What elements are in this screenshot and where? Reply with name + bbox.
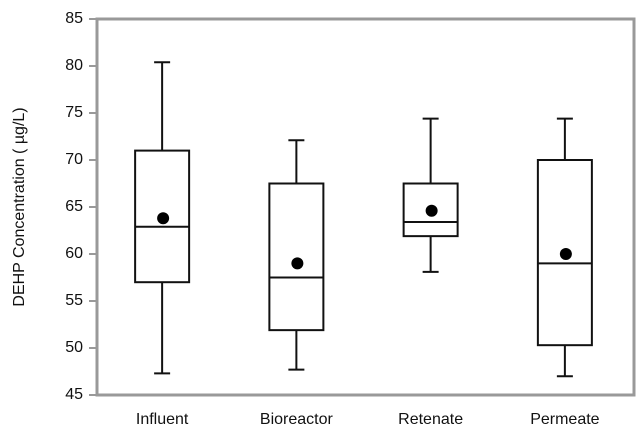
mean-marker [157,212,170,225]
y-tick-label: 70 [65,151,83,168]
box-influent [134,61,191,375]
y-tick-label: 45 [65,386,83,403]
box-retenate [402,117,459,273]
y-tick-label: 75 [65,104,83,121]
mean-marker [425,204,438,217]
box-permeate [536,117,593,378]
x-category-label: Bioreactor [260,411,334,428]
x-axis: Influent Bioreactor Retenate Permeate [136,411,600,428]
y-axis: 45 50 55 60 65 70 75 80 85 [65,10,97,403]
box-bioreactor [268,139,325,371]
iqr-box [268,182,325,332]
x-category-label: Permeate [530,411,599,428]
y-tick-label: 50 [65,339,83,356]
y-tick-label: 55 [65,292,83,309]
x-category-label: Influent [136,411,189,428]
y-tick-label: 65 [65,198,83,215]
box-series [134,61,593,378]
y-tick-label: 80 [65,57,83,74]
y-tick-label: 85 [65,10,83,27]
x-category-label: Retenate [398,411,463,428]
y-axis-label: DEHP Concentration ( µg/L) [11,107,28,306]
y-tick-label: 60 [65,245,83,262]
mean-marker [291,257,304,270]
mean-marker [559,248,572,260]
